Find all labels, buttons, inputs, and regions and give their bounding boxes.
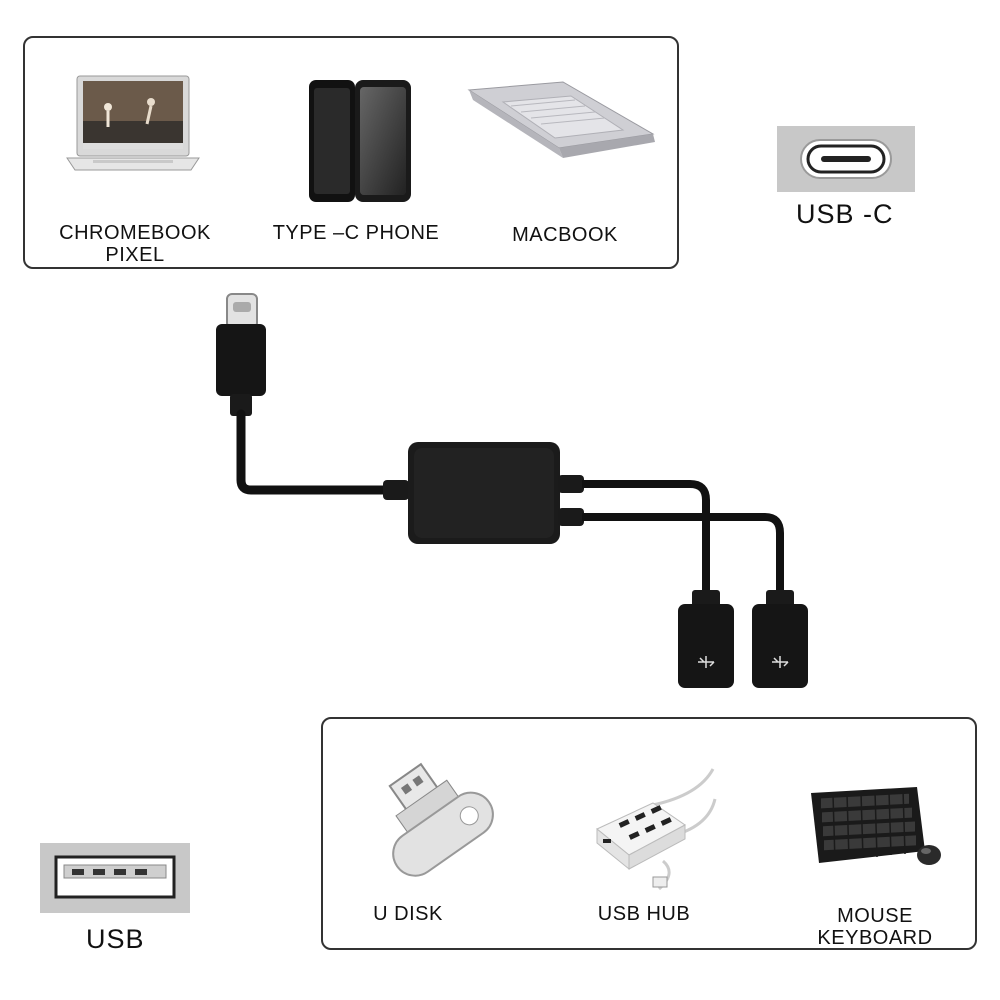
peripherals-panel: U DISK USB HUB: [321, 717, 977, 950]
usb-flash-drive-icon: [388, 762, 494, 877]
source-devices-panel: CHROMEBOOK PIXEL TYPE –C PHONE: [23, 36, 679, 269]
usb-hub-icon: [596, 768, 717, 891]
usb-c-port-icon: [777, 126, 915, 192]
mouse-keyboard-label: MOUSE KEYBOARD: [817, 905, 933, 949]
macbook-label: MACBOOK: [512, 224, 618, 246]
usbhub-label: USB HUB: [597, 903, 691, 925]
chromebook-label: CHROMEBOOK PIXEL: [59, 222, 211, 266]
usb-label: USB: [86, 924, 145, 954]
keyboard-mouse-icon: [811, 787, 941, 865]
laptop-icon: [66, 75, 200, 171]
macbook-icon: [467, 81, 655, 158]
phone-icon: [309, 80, 411, 202]
usb-c-label: USB -C: [796, 199, 894, 229]
udisk-label: U DISK: [373, 903, 443, 925]
usb-a-port-icon: [40, 843, 190, 913]
usb-c-otg-splitter-cable: [216, 293, 808, 688]
phone-label: TYPE –C PHONE: [272, 222, 440, 244]
